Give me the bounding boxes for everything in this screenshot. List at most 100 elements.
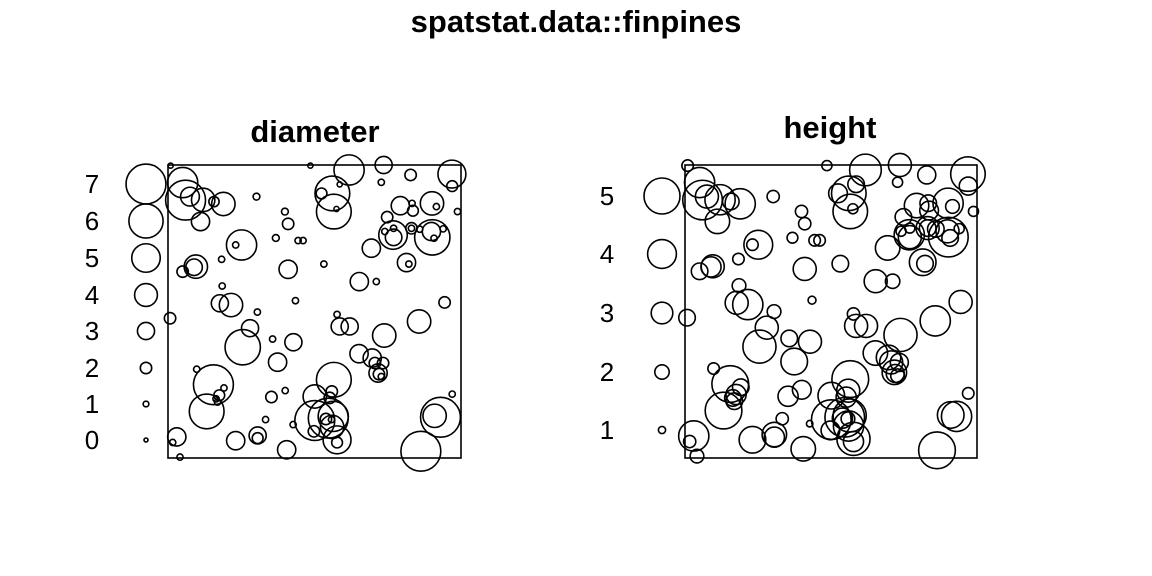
point-diameter (210, 293, 230, 313)
point-diameter (253, 308, 262, 317)
point-height (766, 189, 781, 204)
point-height (831, 254, 850, 273)
point-height (792, 256, 818, 282)
point-diameter (190, 187, 216, 213)
point-diameter (294, 236, 303, 245)
point-height (889, 352, 910, 373)
point-diameter (406, 308, 432, 334)
point-diameter (374, 155, 393, 175)
point-height (813, 233, 827, 247)
point-height (754, 315, 780, 340)
point-diameter (291, 296, 300, 305)
point-height (777, 385, 799, 408)
point-diameter (192, 363, 235, 406)
point-height (926, 219, 945, 239)
point-height (853, 313, 879, 339)
legend-label: 3 (600, 298, 614, 328)
point-height (863, 268, 888, 294)
point-height (731, 252, 745, 266)
point-diameter (314, 175, 351, 212)
point-diameter (404, 168, 418, 182)
point-diameter (315, 193, 353, 230)
legend-label: 5 (600, 181, 614, 211)
point-diameter (284, 332, 303, 352)
point-height (889, 368, 906, 384)
point-height (836, 421, 871, 457)
point-diameter (271, 233, 281, 243)
point-height (689, 448, 705, 464)
point-height (810, 399, 852, 441)
point-diameter (377, 178, 386, 187)
marks-height (677, 152, 987, 470)
point-height (677, 420, 710, 452)
point-diameter (422, 403, 448, 429)
legend-circle (650, 301, 674, 325)
legend-label: 4 (600, 239, 614, 269)
point-diameter (217, 255, 226, 264)
legend-circle (136, 321, 156, 341)
point-height (949, 155, 987, 193)
point-height (725, 392, 744, 411)
point-diameter (406, 204, 420, 217)
point-height (682, 434, 697, 449)
point-diameter (453, 207, 462, 216)
point-diameter (349, 343, 369, 364)
point-diameter (231, 241, 240, 249)
point-diameter (251, 431, 264, 445)
point-diameter (218, 292, 244, 318)
point-diameter (376, 356, 390, 370)
point-diameter (361, 238, 382, 259)
main-title: spatstat.data::finpines (411, 4, 742, 39)
point-diameter (439, 224, 448, 233)
point-height (681, 159, 695, 173)
point-diameter (432, 202, 441, 211)
point-height (780, 347, 809, 376)
point-height (935, 218, 960, 244)
point-diameter (261, 415, 270, 424)
point-height (700, 256, 722, 278)
point-diameter (281, 217, 295, 231)
point-height (944, 198, 961, 215)
point-height (848, 153, 883, 187)
point-height (908, 248, 937, 277)
legend-label: 0 (85, 425, 99, 455)
point-diameter (280, 207, 290, 216)
point-height (915, 254, 935, 273)
point-height (940, 400, 973, 433)
point-height (797, 329, 823, 354)
point-diameter (372, 367, 386, 381)
point-diameter (319, 412, 333, 426)
point-diameter (302, 383, 328, 409)
point-diameter (164, 179, 207, 221)
point-diameter (179, 186, 201, 207)
point-diameter (166, 166, 199, 199)
point-diameter (317, 400, 350, 433)
point-diameter (404, 260, 413, 268)
point-diameter (390, 195, 411, 216)
legend-circle (657, 425, 667, 435)
point-height (967, 205, 980, 218)
point-diameter (430, 234, 438, 243)
point-height (817, 381, 846, 410)
point-diameter (307, 424, 321, 438)
point-height (883, 317, 918, 353)
point-height (927, 216, 969, 258)
point-diameter (168, 438, 177, 447)
point-diameter (400, 430, 442, 473)
point-height (738, 425, 767, 454)
point-height (742, 329, 777, 364)
point-diameter (267, 352, 288, 373)
point-height (763, 426, 786, 449)
point-diameter (371, 323, 397, 349)
point-height (948, 289, 973, 315)
point-diameter (248, 426, 268, 445)
point-diameter (307, 162, 314, 169)
point-height (731, 288, 764, 321)
legend-label: 1 (600, 415, 614, 445)
point-height (840, 411, 856, 427)
point-diameter (384, 228, 403, 247)
point-diameter (252, 192, 261, 201)
